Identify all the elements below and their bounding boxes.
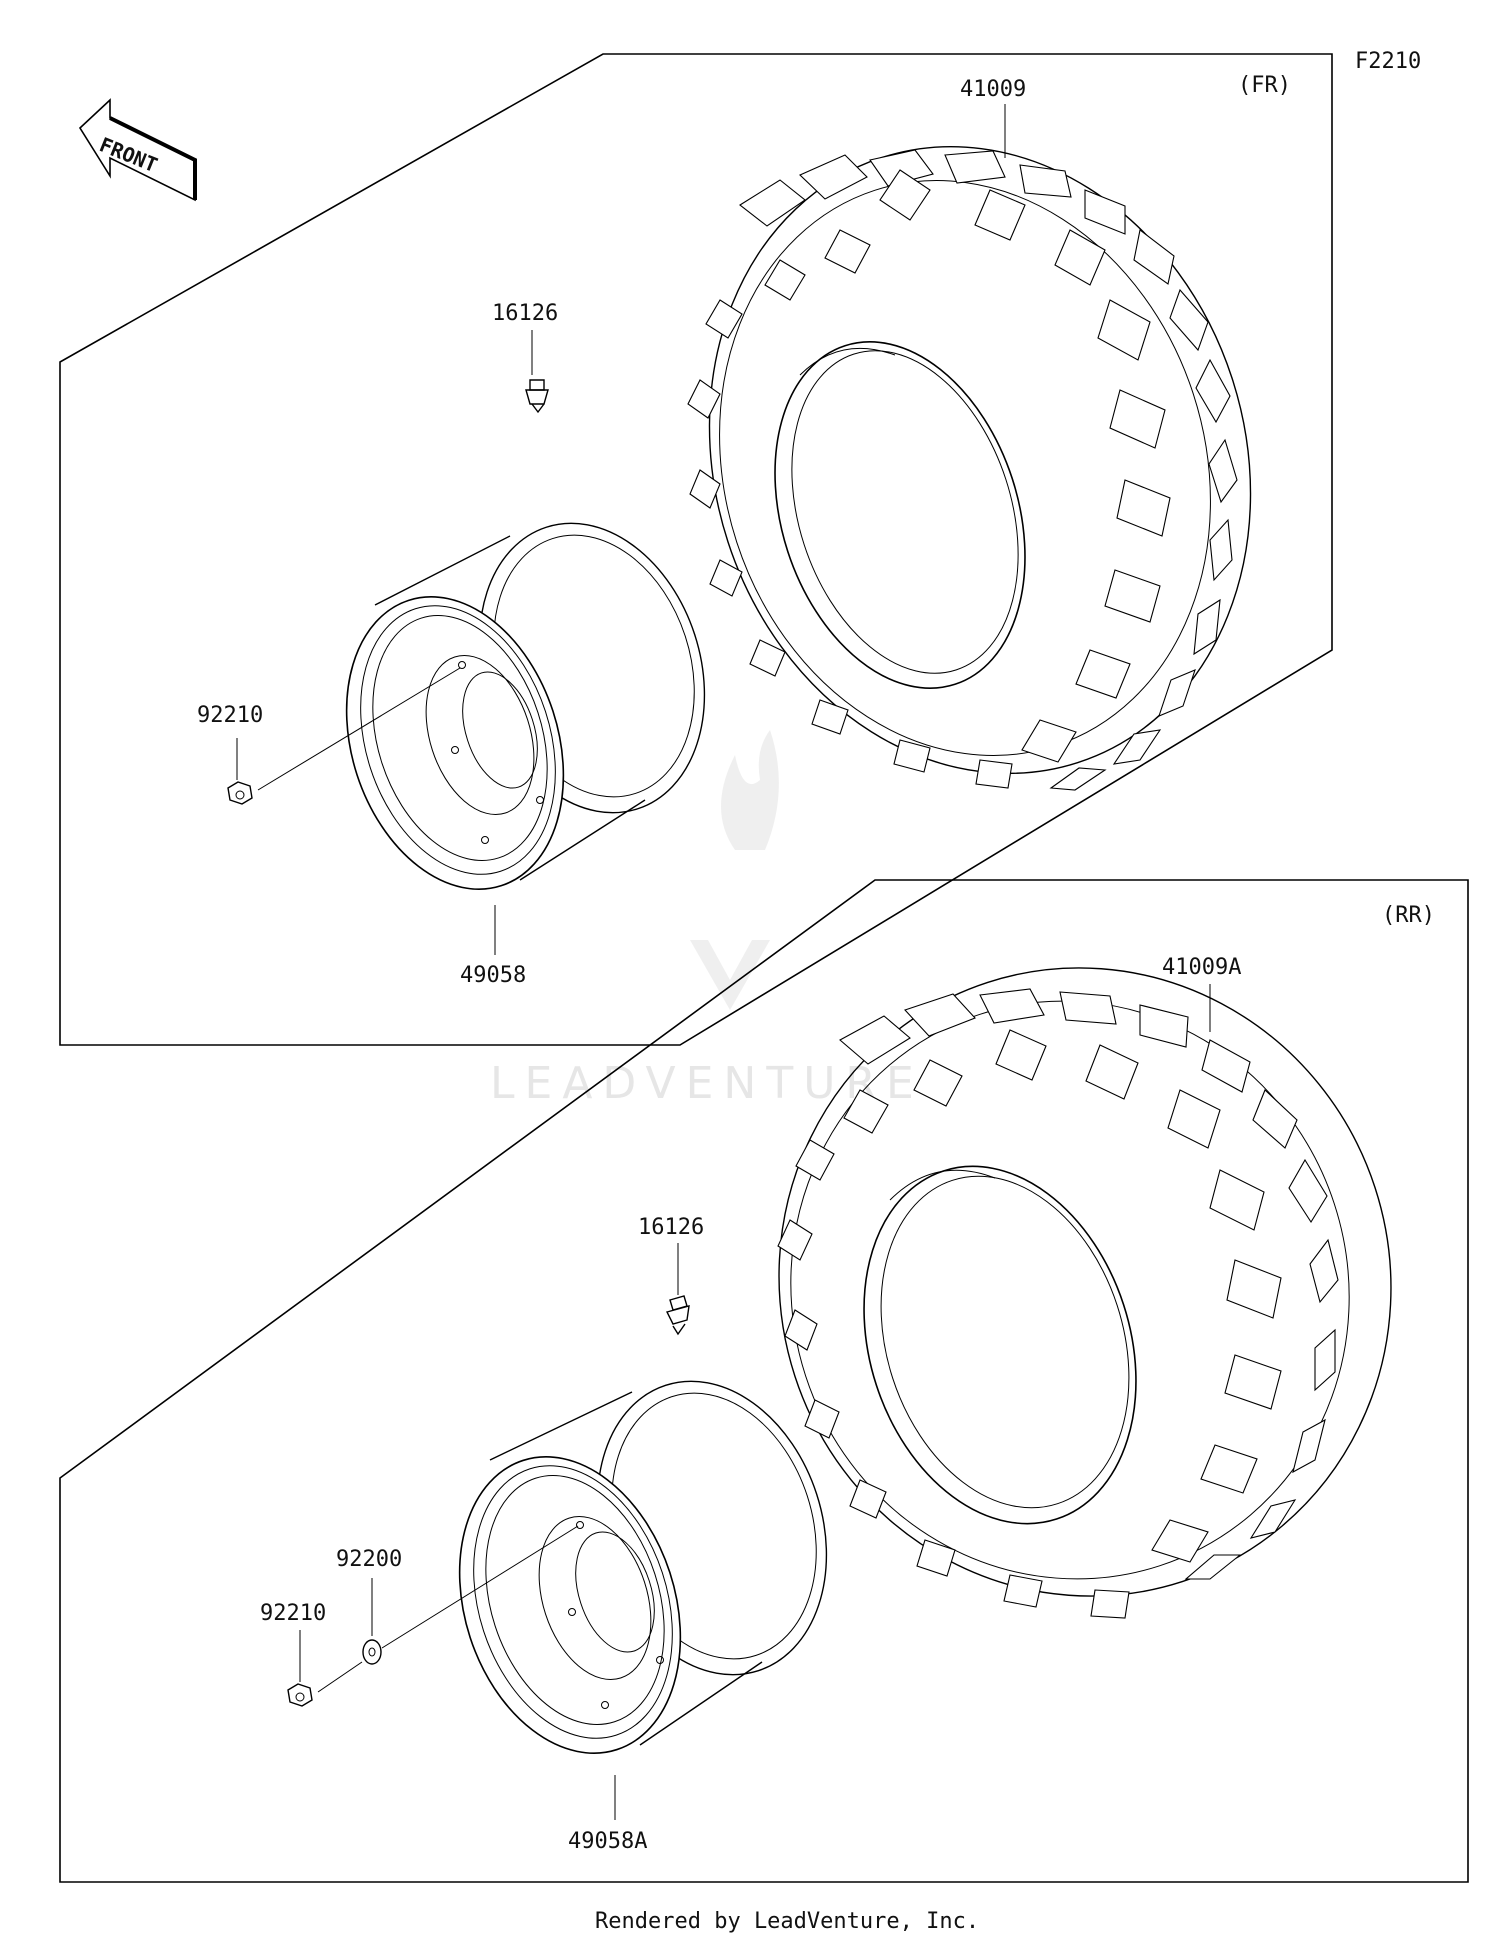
footer-credit: Rendered by LeadVenture, Inc. (595, 1909, 979, 1934)
part-number-front-tire: 41009 (960, 77, 1026, 102)
part-number-rear-valve: 16126 (638, 1215, 704, 1240)
rear-nut (287, 1661, 363, 1707)
flame-logo-icon (721, 730, 779, 850)
front-section-label: (FR) (1238, 73, 1291, 98)
front-nut (227, 667, 461, 805)
rear-valve-stem (665, 1295, 690, 1336)
part-number-rear-tire: 41009A (1162, 955, 1241, 980)
lug-hole-icon (576, 1521, 584, 1529)
part-number-front-nut: 92210 (197, 703, 263, 728)
lug-hole-icon (601, 1701, 609, 1709)
rear-section-frame (59, 879, 1469, 1883)
watermark: LEADVENTURE (490, 730, 924, 1109)
rear-section: (RR) (59, 879, 1469, 1883)
front-direction-arrow: FRONT (78, 98, 197, 202)
rear-wheel (458, 1380, 828, 1754)
rear-tire-tread (777, 988, 1339, 1619)
rear-washer (362, 1525, 579, 1665)
rear-tire (777, 967, 1392, 1619)
lug-hole-icon (536, 796, 544, 804)
part-number-rear-nut: 92210 (260, 1601, 326, 1626)
rear-section-label: (RR) (1382, 903, 1435, 928)
part-number-front-wheel: 49058 (460, 963, 526, 988)
lug-hole-icon (451, 746, 459, 754)
part-number-front-valve: 16126 (492, 301, 558, 326)
front-wheel (345, 522, 706, 890)
lug-hole-icon (458, 661, 466, 669)
front-tire (687, 145, 1252, 791)
front-tire-tread (687, 149, 1238, 791)
front-valve-stem (525, 379, 549, 414)
watermark-text: LEADVENTURE (490, 1058, 924, 1109)
lug-hole-icon (481, 836, 489, 844)
part-number-rear-wheel: 49058A (568, 1829, 647, 1854)
v-logo-icon (690, 940, 770, 1010)
front-section: (FR) (59, 53, 1333, 1046)
front-section-frame (59, 53, 1333, 1046)
lug-hole-icon (568, 1608, 576, 1616)
diagram-code: F2210 (1355, 49, 1421, 74)
lug-hole-icon (656, 1656, 664, 1664)
part-number-rear-washer: 92200 (336, 1547, 402, 1572)
